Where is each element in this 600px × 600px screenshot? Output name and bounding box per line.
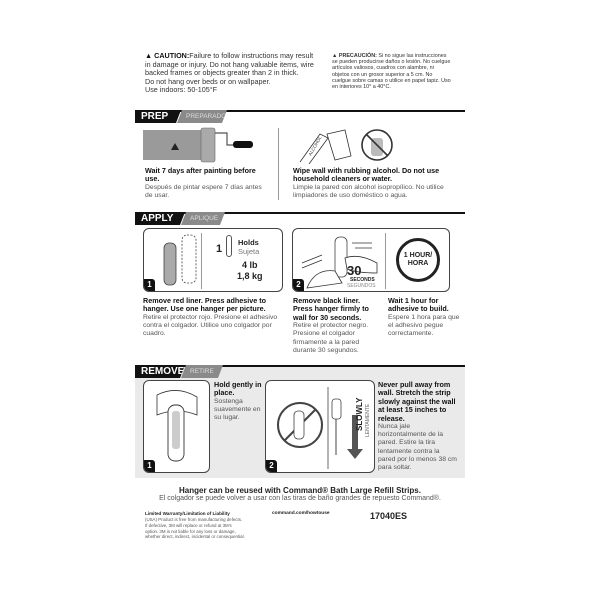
apply-step2-text: Remove black liner. Press hanger firmly … [293, 296, 375, 355]
remove-step2-es: Nunca jale horizontalmente de la pared. … [378, 423, 457, 472]
holds-label: Holds [238, 238, 259, 247]
remove-title-es: RETIRE [181, 365, 223, 378]
product-code: 17040ES [370, 511, 408, 521]
prep-step2-en: Wipe wall with rubbing alcohol. Do not u… [293, 166, 440, 184]
step-number-badge: 2 [293, 279, 304, 291]
prep-step1-en: Wait 7 days after painting before use. [145, 166, 256, 184]
prep-title-es: PREPARADO [177, 110, 227, 123]
paint-roller-illustration [143, 127, 253, 163]
clock-label-es: HORA [407, 260, 429, 267]
remove-step1-en: Hold gently in place. [214, 380, 262, 398]
precaucion-text: Si no sigue las instrucciones se pueden … [332, 53, 451, 91]
caution-line2: Do not hang over beds or on wallpaper. [145, 76, 271, 86]
warranty: Limited Warranty/Limitation of Liability… [145, 511, 245, 540]
remove-step1-text: Hold gently in place. Sostenga suavement… [214, 380, 264, 422]
apply-step1-panel: 1 Holds Sujeta 4 lb 1,8 kg 1 [143, 228, 283, 292]
apply-step1-text: Remove red liner. Press adhesive to hang… [143, 296, 283, 338]
step-number-badge: 1 [144, 279, 155, 291]
hold-hanger-illustration [156, 390, 198, 462]
alcohol-wipe-illustration: ALCOHOL [299, 129, 393, 164]
prep-step1-text: Wait 7 days after painting before use. D… [145, 166, 270, 200]
apply-title-es: APLIQUE [181, 212, 225, 225]
apply-step2-es: Retire el protector negro. Presione el c… [293, 322, 369, 354]
caution-label: CAUTION: [154, 51, 190, 60]
seconds-label: SECONDS [350, 277, 375, 283]
prep-step2-text: Wipe wall with rubbing alcohol. Do not u… [293, 166, 463, 200]
apply-step1-en: Remove red liner. Press adhesive to hang… [143, 296, 267, 314]
warranty-text: (USA) Product is free from manufacturing… [145, 517, 245, 540]
apply-step2-en: Remove black liner. Press hanger firmly … [293, 296, 369, 322]
reuse-en: Hanger can be reused with Command® Bath … [179, 486, 421, 495]
reuse-es: El colgador se puede volver a usar con l… [159, 495, 441, 502]
precaucion-label: PRECAUCIÓN: [338, 53, 377, 59]
press-hanger-illustration [301, 236, 378, 289]
hanger-adhesive-illustration [163, 234, 197, 286]
apply-step3-es: Espere 1 hora para que el adhesivo pegue… [388, 313, 460, 338]
prep-step1-es: Después de pintar espere 7 días antes de… [145, 183, 262, 200]
seconds-label-es: SEGUNDOS [347, 283, 376, 289]
stretch-strip-illustration [277, 387, 363, 469]
prep-title: PREP [135, 110, 181, 123]
remove-step1-es: Sostenga suavemente en su lugar. [214, 397, 261, 422]
caution-es: ▲ PRECAUCIÓN: Si no sigue las instruccio… [332, 53, 451, 91]
step-number-badge: 2 [266, 460, 277, 472]
weight-lb: 4 lb [242, 260, 258, 270]
caution-text: Failure to follow instructions may resul… [145, 51, 314, 78]
slowly-label: SLOWLY [355, 397, 364, 431]
remove-title: REMOVE [135, 365, 185, 378]
hanger-icon [226, 235, 232, 257]
howto-url[interactable]: command.com/howtouse [272, 511, 330, 516]
remove-step1-panel: 1 [143, 380, 210, 473]
holds-label-es: Sujeta [238, 247, 260, 256]
weight-kg: 1,8 kg [237, 271, 263, 281]
slowly-label-es: LENTAMENTE [365, 403, 371, 437]
remove-step2-text: Never pull away from wall. Stretch the s… [378, 380, 458, 472]
reuse-note: Hanger can be reused with Command® Bath … [135, 486, 465, 502]
remove-step2-panel: SLOWLY LENTAMENTE 2 [265, 380, 375, 473]
apply-step3-text: Wait 1 hour for adhesive to build. Esper… [388, 296, 460, 338]
caution-en: ▲ CAUTION:Failure to follow instructions… [145, 51, 314, 95]
prep-step2-es: Limpie la pared con alcohol isopropílico… [293, 183, 444, 200]
apply-section-header: APPLY APLIQUE [135, 212, 465, 225]
clock-icon: 1 HOUR/ HORA [396, 238, 440, 282]
seconds-value: 30 [347, 263, 362, 278]
apply-step2-panel: 30 SECONDS SEGUNDOS 1 HOUR/ HORA 2 [292, 228, 450, 292]
remove-step2-en: Never pull away from wall. Stretch the s… [378, 380, 456, 423]
warranty-title: Limited Warranty/Limitation of Liability [145, 511, 230, 516]
prep-section-header: PREP PREPARADO [135, 110, 465, 123]
apply-step3-en: Wait 1 hour for adhesive to build. [388, 296, 449, 314]
prep-divider [278, 128, 279, 200]
remove-section-header: REMOVE RETIRE [135, 365, 465, 378]
step-number-badge: 1 [144, 460, 155, 472]
apply-step1-es: Retire el protector rojo. Presione el ad… [143, 313, 278, 338]
apply-title: APPLY [135, 212, 185, 225]
clock-label: 1 HOUR/ [403, 252, 433, 259]
caution-line3: Use indoors: 50-105°F [145, 85, 217, 95]
holds-count: 1 [216, 243, 223, 255]
